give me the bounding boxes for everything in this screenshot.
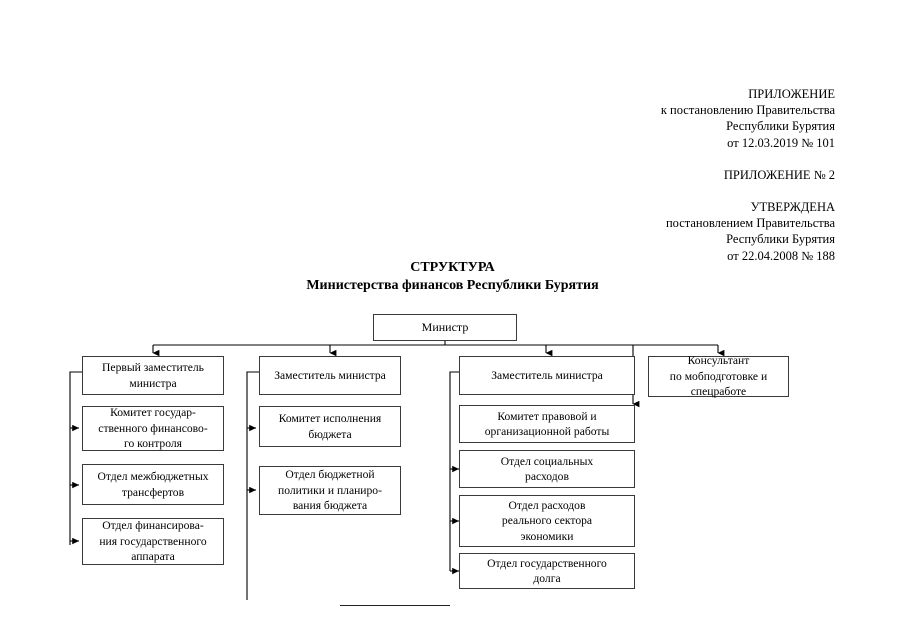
- header-line: постановлением Правительства: [665, 216, 835, 231]
- document-header: ПРИЛОЖЕНИЕ к постановлению Правительства…: [661, 86, 835, 264]
- node-minister[interactable]: Министр: [373, 314, 517, 341]
- page-title-line2: Министерства финансов Республики Бурятия: [306, 278, 599, 293]
- header-line: от 12.03.2019 № 101: [727, 135, 835, 150]
- node-deputy-2[interactable]: Заместитель министра: [259, 356, 401, 395]
- node-dept-real-sector-expenses[interactable]: Отдел расходов реального сектора экономи…: [459, 495, 635, 547]
- page-title: СТРУКТУРА Министерства финансов Республи…: [0, 259, 905, 295]
- node-committee-legal-organizational[interactable]: Комитет правовой и организационной работ…: [459, 405, 635, 443]
- node-committee-financial-control[interactable]: Комитет государ- ственного финансово- го…: [82, 406, 224, 451]
- node-dept-budget-policy-planning[interactable]: Отдел бюджетной политики и планиро- вани…: [259, 466, 401, 515]
- node-committee-budget-execution[interactable]: Комитет исполнения бюджета: [259, 406, 401, 447]
- footer-divider: [340, 605, 450, 606]
- header-line: Республики Бурятия: [726, 232, 835, 247]
- node-dept-interbudget-transfers[interactable]: Отдел межбюджетных трансфертов: [82, 464, 224, 505]
- node-dept-state-apparatus-financing[interactable]: Отдел финансирова- ния государственного …: [82, 518, 224, 565]
- node-first-deputy[interactable]: Первый заместитель министра: [82, 356, 224, 395]
- node-consultant[interactable]: Консультант по мобподготовке и спецработ…: [648, 354, 789, 398]
- node-dept-social-expenses[interactable]: Отдел социальных расходов: [459, 450, 635, 488]
- header-line: Республики Бурятия: [726, 119, 835, 134]
- node-dept-state-debt[interactable]: Отдел государственного долга: [459, 553, 635, 589]
- header-line: ПРИЛОЖЕНИЕ: [748, 87, 835, 101]
- header-line: к постановлению Правительства: [660, 103, 835, 118]
- header-line: УТВЕРЖДЕНА: [750, 200, 835, 215]
- header-line: ПРИЛОЖЕНИЕ № 2: [723, 167, 835, 182]
- node-deputy-3[interactable]: Заместитель министра: [459, 356, 635, 395]
- header-line: от 22.04.2008 № 188: [727, 248, 835, 263]
- page-title-line1: СТРУКТУРА: [410, 260, 495, 275]
